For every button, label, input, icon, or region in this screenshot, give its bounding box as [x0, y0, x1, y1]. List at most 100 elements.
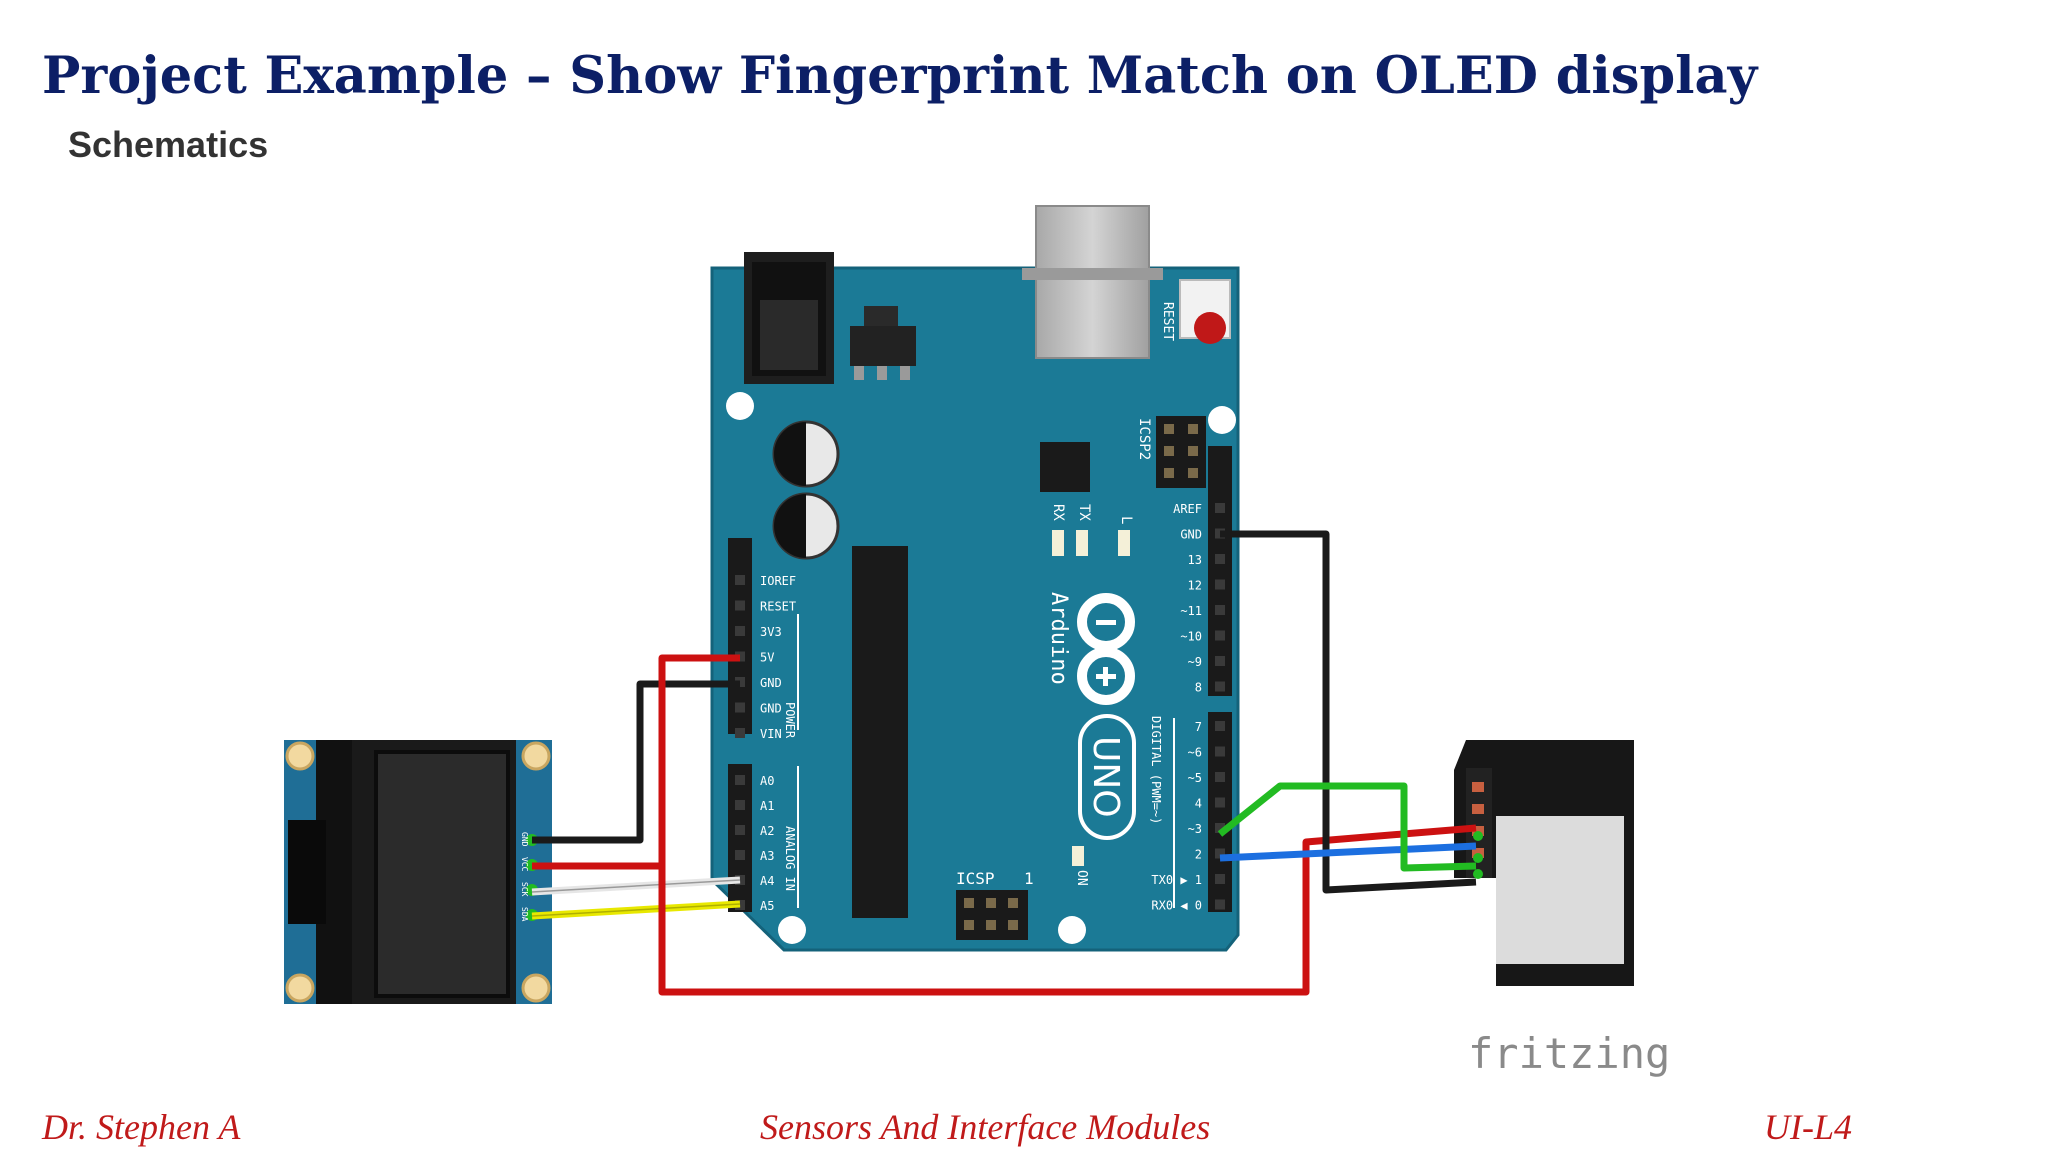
capacitor-2: [772, 492, 840, 560]
digital-pin-label: ~6: [1188, 746, 1202, 760]
board-brand: Arduino: [1046, 592, 1071, 685]
analog-group-label: ANALOG IN: [783, 826, 797, 891]
digital-pin-label: 8: [1195, 681, 1202, 695]
analog-pin-label: A4: [760, 874, 774, 888]
on-led: [1072, 846, 1084, 866]
on-label: ON: [1074, 870, 1089, 886]
l-label: L: [1118, 516, 1134, 524]
analog-pin: [735, 800, 745, 810]
wire-sensor-tx: [1219, 842, 1477, 862]
digital-pin-label: TX0 ▶ 1: [1151, 873, 1202, 887]
oled-screen: [374, 750, 510, 998]
power-pin-label: RESET: [760, 600, 796, 614]
power-pin-label: GND: [760, 702, 782, 716]
icsp-pin1-label: 1: [1024, 869, 1034, 888]
power-pin-list: IOREF RESET 3V3 5V GND GND VIN: [735, 574, 796, 741]
l-led: [1118, 530, 1130, 556]
board-model: UNO: [1085, 736, 1126, 818]
digital-pin: [1215, 772, 1225, 782]
digital-header-top: [1208, 446, 1232, 696]
analog-pin: [735, 850, 745, 860]
digital-pin: [1215, 605, 1225, 615]
tx-led: [1076, 530, 1088, 556]
fritzing-watermark: fritzing: [1468, 1029, 1670, 1078]
usb-chip: [1040, 442, 1090, 492]
digital-pin-label: ~3: [1188, 822, 1202, 836]
oled-pin-label: GND: [520, 832, 529, 847]
analog-pin: [735, 775, 745, 785]
power-pin-label: GND: [760, 676, 782, 690]
digital-pin-label: ~10: [1180, 630, 1202, 644]
voltage-regulator: [850, 306, 916, 380]
wire-sensor-vcc: [658, 824, 1477, 996]
digital-pin: [1215, 681, 1225, 692]
mounting-hole: [1058, 916, 1086, 944]
power-pin: [735, 728, 745, 738]
digital-pin: [1215, 746, 1225, 757]
power-pin: [735, 600, 745, 611]
footer-course: Sensors And Interface Modules: [760, 1107, 1211, 1147]
digital-pin-label: 2: [1195, 848, 1202, 862]
power-pin-label: IOREF: [760, 574, 796, 588]
digital-group-label: DIGITAL (PWM=~): [1149, 716, 1163, 824]
reset-button[interactable]: [1179, 279, 1231, 344]
oled-pin-label: SDA: [520, 907, 529, 922]
icsp-header: [956, 890, 1028, 940]
power-pin: [735, 575, 745, 585]
digital-pin-label: ~11: [1180, 604, 1202, 618]
analog-pin-label: A1: [760, 799, 774, 813]
digital-pin: [1215, 848, 1225, 859]
icsp-label: ICSP: [956, 869, 995, 888]
power-group-label: POWER: [783, 702, 797, 739]
oled-pin-label: VCC: [520, 857, 529, 872]
rx-label: RX: [1050, 504, 1066, 521]
arduino-uno-board: RESET ICSP2 RX TX L Arduino UNO ON: [710, 205, 1240, 952]
arduino-logo-icon: [1077, 593, 1135, 705]
uno-badge: [1078, 714, 1136, 840]
icsp2-label: ICSP2: [1136, 418, 1152, 460]
dc-power-jack: [744, 252, 834, 384]
wire-oled-gnd: [532, 680, 740, 844]
digital-pin-label: RX0 ◀ 0: [1151, 899, 1202, 913]
digital-pin-label: 7: [1195, 720, 1202, 734]
reset-label: RESET: [1160, 302, 1175, 341]
footer-author: Dr. Stephen A: [42, 1107, 241, 1147]
digital-pin: [1215, 797, 1225, 808]
digital-pin-label: 13: [1188, 553, 1202, 567]
power-pin: [735, 702, 745, 713]
digital-pin-label: ~9: [1188, 655, 1202, 669]
digital-pin-label: GND: [1180, 528, 1202, 542]
wires: [531, 530, 1477, 996]
analog-pin-label: A2: [760, 824, 774, 838]
analog-header: [728, 764, 752, 912]
wire-sensor-gnd: [1220, 530, 1477, 894]
power-pin: [735, 626, 745, 636]
mounting-hole: [778, 916, 806, 944]
wire-oled-vcc: [532, 654, 740, 870]
power-pin-label: VIN: [760, 727, 782, 741]
digital-pin-label: ~5: [1188, 771, 1202, 785]
analog-pin-label: A3: [760, 849, 774, 863]
digital-pin: [1215, 630, 1225, 641]
analog-pin-label: A0: [760, 774, 774, 788]
digital-pin-label: 4: [1195, 797, 1202, 811]
power-pin-label: 3V3: [760, 625, 782, 639]
digital-pin: [1215, 721, 1225, 731]
atmega-chip: [852, 546, 908, 918]
power-pin-label: 5V: [760, 651, 774, 665]
digital-pin: [1215, 579, 1225, 590]
tx-label: TX: [1076, 504, 1092, 521]
mounting-hole: [726, 392, 754, 420]
wire-sensor-rx: [1217, 782, 1477, 872]
digital-pin: [1215, 554, 1225, 564]
digital-pin-label: 12: [1188, 579, 1202, 593]
footer-code: UI-L4: [1764, 1107, 1852, 1147]
digital-pin: [1215, 899, 1225, 910]
fingerprint-window: [1496, 816, 1624, 964]
capacitor-1: [772, 420, 840, 488]
slide-title: Project Example – Show Fingerprint Match…: [42, 46, 1758, 106]
icsp2-header: [1156, 416, 1206, 488]
